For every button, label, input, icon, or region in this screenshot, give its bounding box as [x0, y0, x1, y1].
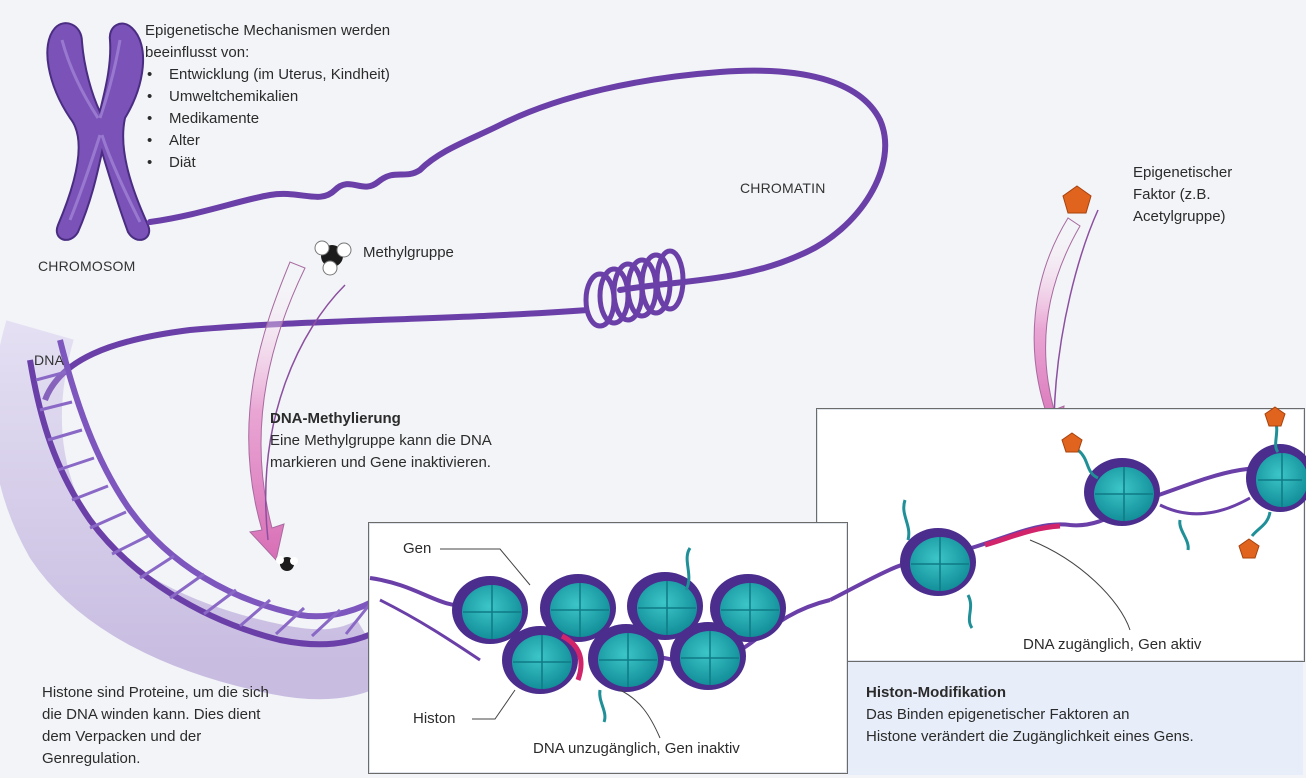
histone-info-line1: Histone sind Proteine, um die sich: [42, 682, 352, 704]
dna-label: DNA: [34, 352, 64, 368]
chromatin-label: CHROMATIN: [740, 180, 826, 196]
factor-label-line2: Faktor (z.B.: [1133, 184, 1303, 206]
factor-label-line1: Epigenetischer: [1133, 162, 1303, 184]
influence-item: Umweltchemikalien: [145, 86, 465, 108]
histone-info-line4: Genregulation.: [42, 748, 352, 770]
histone-mod-line2: Histone verändert die Zugänglichkeit ein…: [866, 726, 1296, 748]
influence-item: Alter: [145, 130, 465, 152]
histone-info-line3: dem Verpacken und der: [42, 726, 352, 748]
methylation-title: DNA-Methylierung: [270, 408, 570, 430]
intro-text: Epigenetische Mechanismen werden beeinfl…: [145, 20, 465, 174]
gene-segment-active: [985, 526, 1060, 545]
methylation-line1: Eine Methylgruppe kann die DNA: [270, 430, 570, 452]
factor-pentagon-icon: [1063, 186, 1091, 213]
factor-pentagon-icon: [1265, 407, 1285, 426]
methylation-text: DNA-Methylierung Eine Methylgruppe kann …: [270, 408, 570, 474]
histone: [1246, 444, 1306, 512]
histone-mod-line1: Das Binden epigenetischer Faktoren an: [866, 704, 1296, 726]
histone-mod-title: Histon-Modifikation: [866, 682, 1296, 704]
influence-item: Entwicklung (im Uterus, Kindheit): [145, 64, 465, 86]
factor-pentagon-icon: [1239, 539, 1259, 558]
factor-label-line3: Acetylgruppe): [1133, 206, 1303, 228]
dna-strand-active-2: [1160, 498, 1250, 514]
dna-strand-active: [830, 455, 1302, 600]
methylgruppe-label: Methylgruppe: [363, 242, 454, 264]
histone: [1084, 458, 1160, 526]
histone-cluster-active: [900, 420, 1306, 628]
gene-active-label: DNA zugänglich, Gen aktiv: [1023, 634, 1201, 656]
influence-item: Medikamente: [145, 108, 465, 130]
intro-heading-line2: beeinflusst von:: [145, 42, 465, 64]
histone-mod-text: Histon-Modifikation Das Binden epigeneti…: [866, 682, 1296, 748]
gene-inactive-label: DNA unzugänglich, Gen inaktiv: [533, 738, 740, 760]
influence-item: Diät: [145, 152, 465, 174]
histone-info-text: Histone sind Proteine, um die sich die D…: [42, 682, 352, 770]
methylation-line2: markieren und Gene inaktivieren.: [270, 452, 570, 474]
histone: [670, 622, 746, 690]
histone: [588, 624, 664, 692]
gen-label: Gen: [403, 538, 431, 560]
intro-heading-line1: Epigenetische Mechanismen werden: [145, 20, 465, 42]
factor-label: Epigenetischer Faktor (z.B. Acetylgruppe…: [1133, 162, 1303, 228]
histon-label: Histon: [413, 708, 456, 730]
histone: [900, 528, 976, 596]
histone-info-line2: die DNA winden kann. Dies dient: [42, 704, 352, 726]
influence-list: Entwicklung (im Uterus, Kindheit) Umwelt…: [145, 64, 465, 174]
chromosom-label: CHROMOSOM: [38, 258, 135, 274]
factor-pentagon-icon: [1062, 433, 1082, 452]
histone-cluster-inactive: [452, 548, 786, 722]
